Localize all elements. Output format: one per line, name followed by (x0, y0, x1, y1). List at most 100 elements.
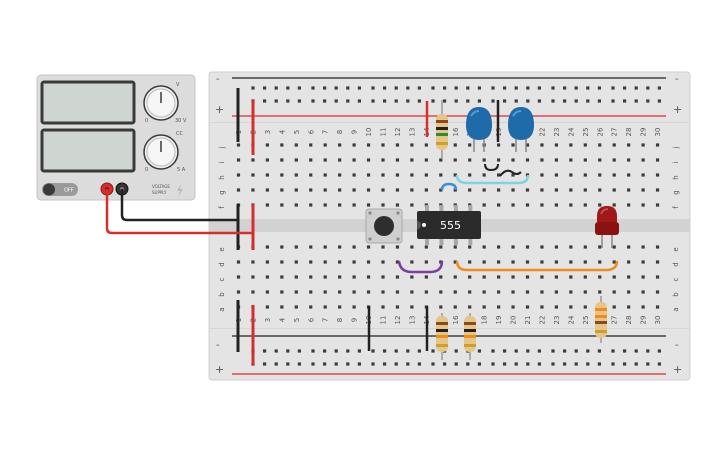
rail-hole[interactable] (634, 99, 638, 103)
hole-a23[interactable] (554, 305, 558, 309)
rail-hole[interactable] (251, 86, 255, 90)
hole-j4[interactable] (280, 143, 284, 147)
rail-hole[interactable] (491, 99, 495, 103)
hole-e27[interactable] (612, 245, 616, 249)
hole-g8[interactable] (338, 188, 342, 192)
hole-i11[interactable] (381, 158, 385, 162)
hole-b20[interactable] (511, 290, 515, 294)
hole-g4[interactable] (280, 188, 284, 192)
hole-d12[interactable] (395, 260, 400, 264)
rail-hole[interactable] (297, 362, 301, 366)
hole-d18[interactable] (482, 260, 486, 264)
hole-d7[interactable] (323, 260, 327, 264)
rail-hole[interactable] (657, 349, 661, 353)
rail-hole[interactable] (466, 362, 470, 366)
hole-c10[interactable] (366, 275, 371, 279)
hole-g21[interactable] (525, 188, 530, 192)
hole-f18[interactable] (482, 203, 486, 207)
hole-d14[interactable] (424, 260, 428, 264)
rail-hole[interactable] (454, 362, 458, 366)
rail-hole[interactable] (466, 86, 470, 90)
rail-hole[interactable] (371, 99, 375, 103)
hole-e20[interactable] (511, 245, 515, 249)
rail-hole[interactable] (417, 349, 421, 353)
rail-hole[interactable] (623, 99, 627, 103)
rail-hole[interactable] (371, 349, 375, 353)
hole-j21[interactable] (525, 143, 530, 147)
hole-c4[interactable] (280, 275, 284, 279)
hole-b13[interactable] (410, 290, 414, 294)
hole-b1[interactable] (236, 290, 241, 294)
hole-a8[interactable] (338, 305, 342, 309)
hole-d5[interactable] (294, 260, 298, 264)
hole-b8[interactable] (338, 290, 342, 294)
hole-c20[interactable] (511, 275, 515, 279)
hole-b26[interactable] (598, 290, 602, 294)
hole-g7[interactable] (323, 188, 327, 192)
rail-hole[interactable] (311, 86, 315, 90)
hole-j14[interactable] (424, 143, 428, 147)
hole-h12[interactable] (395, 173, 400, 177)
hole-a27[interactable] (612, 305, 616, 309)
hole-f7[interactable] (323, 203, 327, 207)
rail-hole[interactable] (274, 362, 278, 366)
rail-hole[interactable] (394, 99, 398, 103)
rail-hole[interactable] (611, 86, 615, 90)
rail-hole[interactable] (611, 349, 615, 353)
hole-a4[interactable] (280, 305, 284, 309)
hole-b14[interactable] (424, 290, 428, 294)
hole-e16[interactable] (453, 245, 457, 249)
hole-h9[interactable] (352, 173, 356, 177)
rail-hole[interactable] (357, 99, 361, 103)
hole-j16[interactable] (453, 143, 457, 147)
hole-a7[interactable] (323, 305, 327, 309)
chip-555[interactable]: 555 (417, 205, 481, 245)
rail-hole[interactable] (274, 349, 278, 353)
rail-hole[interactable] (274, 99, 278, 103)
hole-e4[interactable] (280, 245, 284, 249)
power-switch[interactable]: OFF (42, 183, 78, 196)
hole-b21[interactable] (525, 290, 530, 294)
rail-hole[interactable] (586, 362, 590, 366)
hole-g24[interactable] (569, 188, 573, 192)
hole-b29[interactable] (641, 290, 645, 294)
rail-hole[interactable] (574, 99, 578, 103)
hole-h24[interactable] (569, 173, 573, 177)
rail-hole[interactable] (597, 349, 601, 353)
hole-h5[interactable] (294, 173, 298, 177)
hole-h14[interactable] (424, 173, 428, 177)
wire-discharge-blue[interactable] (440, 182, 458, 191)
rail-hole[interactable] (574, 349, 578, 353)
hole-a13[interactable] (410, 305, 414, 309)
hole-a22[interactable] (540, 305, 544, 309)
hole-b6[interactable] (309, 290, 313, 294)
rail-hole[interactable] (491, 362, 495, 366)
hole-j6[interactable] (309, 143, 313, 147)
hole-g19[interactable] (497, 188, 501, 192)
hole-j23[interactable] (554, 143, 558, 147)
hole-j29[interactable] (641, 143, 645, 147)
hole-e24[interactable] (569, 245, 573, 249)
rail-hole[interactable] (503, 349, 507, 353)
rail-hole[interactable] (383, 349, 387, 353)
hole-i20[interactable] (511, 158, 515, 162)
rail-hole[interactable] (417, 362, 421, 366)
hole-h7[interactable] (323, 173, 327, 177)
resistor-bottom-2[interactable] (464, 313, 476, 360)
hole-j22[interactable] (540, 143, 544, 147)
hole-h10[interactable] (366, 173, 371, 177)
hole-h23[interactable] (554, 173, 558, 177)
rail-hole[interactable] (454, 86, 458, 90)
hole-b28[interactable] (627, 290, 631, 294)
hole-a29[interactable] (641, 305, 645, 309)
hole-c14[interactable] (424, 275, 428, 279)
hole-h2[interactable] (251, 173, 255, 177)
rail-hole[interactable] (394, 349, 398, 353)
hole-g28[interactable] (627, 188, 631, 192)
rail-hole[interactable] (406, 362, 410, 366)
led[interactable] (595, 206, 619, 248)
rail-hole[interactable] (537, 99, 541, 103)
hole-b17[interactable] (468, 290, 472, 294)
hole-b22[interactable] (540, 290, 544, 294)
hole-j5[interactable] (294, 143, 298, 147)
